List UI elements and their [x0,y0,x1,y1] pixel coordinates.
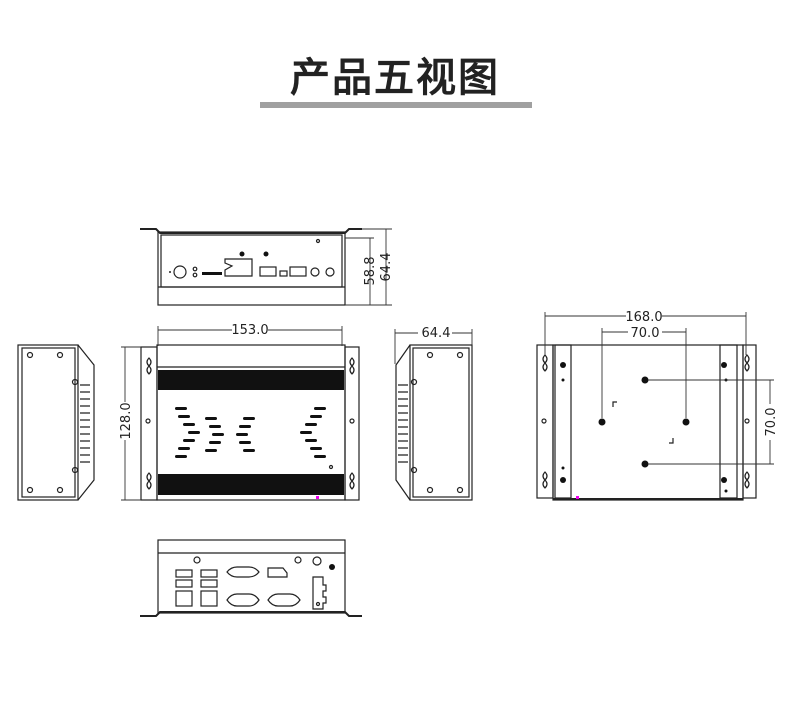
title-underline [260,102,532,108]
sd-slot-icon [202,272,222,275]
power-button-icon [173,265,187,279]
mounting-holes [598,376,690,468]
front-view: 58.8 64.4 [140,228,394,306]
vent-slots [175,407,326,458]
dim-bottom-70-y: 70.0 [764,408,779,437]
top-view: 153.0 128.0 [118,322,360,501]
dim-front-58-8: 58.8 [363,257,378,286]
heat-fins-left [80,384,90,463]
dc-in-icon [267,567,288,578]
bottom-view: 168.0 70.0 70.0 [536,309,779,501]
usb-c-port-icon [289,266,307,277]
page-title: 产品五视图 [290,55,500,101]
com-port-icon [226,593,260,607]
dim-top-153: 153.0 [231,323,268,338]
usb-ports-icon [175,569,218,588]
dim-top-128: 128.0 [119,402,134,439]
dim-side-64-4: 64.4 [422,326,451,341]
com-port-icon [267,593,301,607]
dim-bottom-70-x: 70.0 [631,326,660,341]
terminal-block-icon [312,576,327,610]
heat-fins-right [398,384,408,463]
right-side-view: 64.4 [394,325,473,501]
dim-front-64-4: 64.4 [379,253,394,282]
hdmi-port-icon [259,266,277,277]
sim-slot-icon [224,258,253,277]
lan-ports-icon [175,590,218,607]
left-side-view [17,344,95,501]
rear-view [140,539,362,617]
com-port-icon [226,566,260,578]
dim-bottom-168: 168.0 [625,310,662,325]
